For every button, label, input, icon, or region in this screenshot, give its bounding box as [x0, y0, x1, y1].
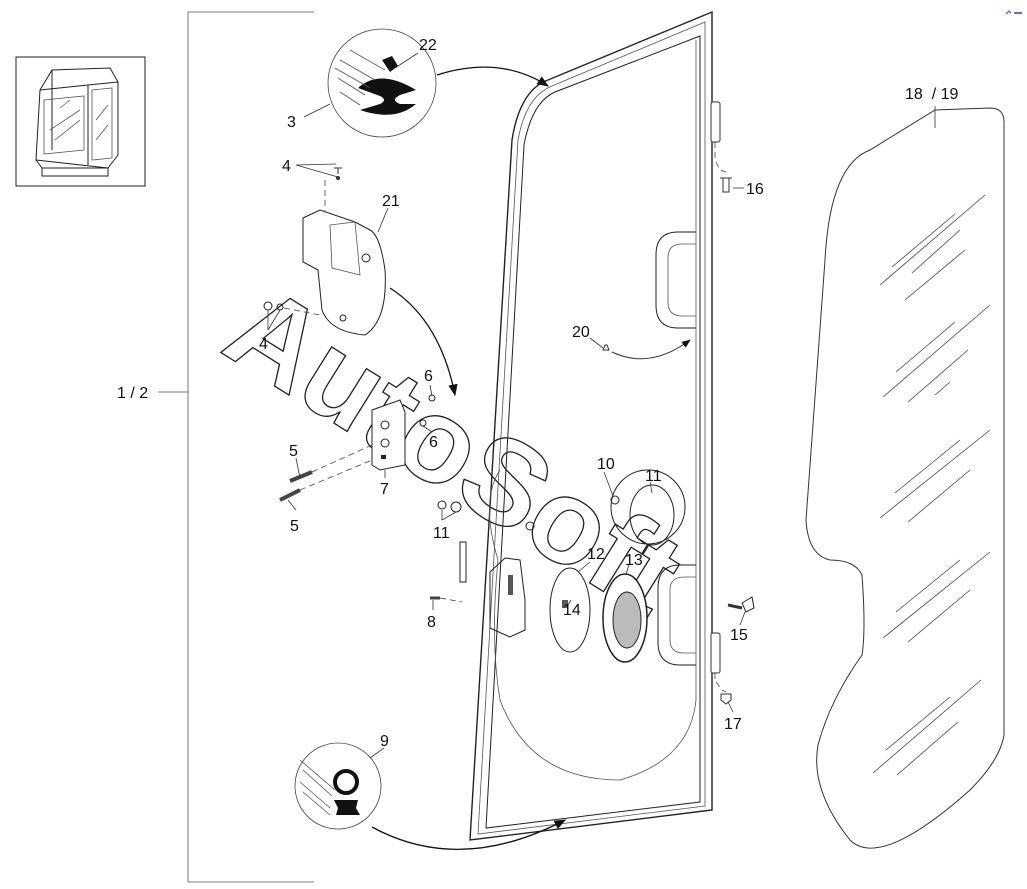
callout-5: 5	[290, 518, 299, 535]
group-bracket	[158, 11, 314, 883]
callout-12: 12	[587, 546, 605, 563]
hinge-upper	[710, 101, 727, 173]
callout-6: 6	[429, 434, 438, 451]
callout-labels: 3 22 4 4 21 6 6 5 5 7 11 11 10 12 13 14 …	[259, 37, 958, 750]
grab-handle-lower	[657, 564, 696, 666]
callout-6: 6	[424, 368, 433, 385]
callout-5: 5	[289, 443, 298, 460]
side-window-glass[interactable]	[805, 107, 1005, 849]
callout-15: 15	[730, 627, 748, 644]
cab-icon	[35, 67, 119, 177]
striker-bracket	[302, 180, 386, 336]
group-label: 1 / 2	[117, 385, 148, 402]
screws-5	[279, 444, 373, 502]
clip-20	[602, 339, 691, 360]
arrow-seal-top	[436, 66, 549, 87]
callout-18-19: 18 / 19	[905, 86, 958, 103]
callout-21: 21	[382, 193, 400, 210]
callout-14: 14	[563, 602, 581, 619]
lock-assembly	[430, 469, 686, 663]
callout-3: 3	[287, 114, 296, 131]
seal-detail-bottom	[294, 742, 382, 830]
hinge-lower	[710, 632, 727, 693]
callout-8: 8	[427, 614, 436, 631]
arrow-seal-bottom	[371, 819, 567, 851]
pin-16	[720, 177, 732, 193]
seal-detail-top	[327, 28, 437, 138]
callout-20: 20	[572, 324, 590, 341]
key-15	[727, 596, 755, 613]
latch-block	[371, 399, 406, 471]
callout-7: 7	[380, 481, 389, 498]
glass-reflection-lines	[872, 194, 991, 776]
callout-16: 16	[746, 181, 764, 198]
corner-mark-icon	[1004, 3, 1024, 15]
cab-thumbnail[interactable]	[15, 56, 146, 187]
nut-17	[720, 693, 732, 705]
callout-11: 11	[433, 525, 450, 542]
callout-10: 10	[597, 456, 615, 473]
callout-4: 4	[259, 336, 268, 353]
leader-lines	[267, 52, 936, 759]
callout-4: 4	[282, 158, 291, 175]
grab-handle-upper	[655, 231, 696, 329]
callout-13: 13	[625, 552, 643, 569]
callout-17: 17	[724, 716, 742, 733]
callout-9: 9	[380, 733, 389, 750]
callout-11: 11	[645, 468, 662, 485]
callout-22: 22	[419, 37, 437, 54]
arrow-bracket	[389, 287, 458, 397]
